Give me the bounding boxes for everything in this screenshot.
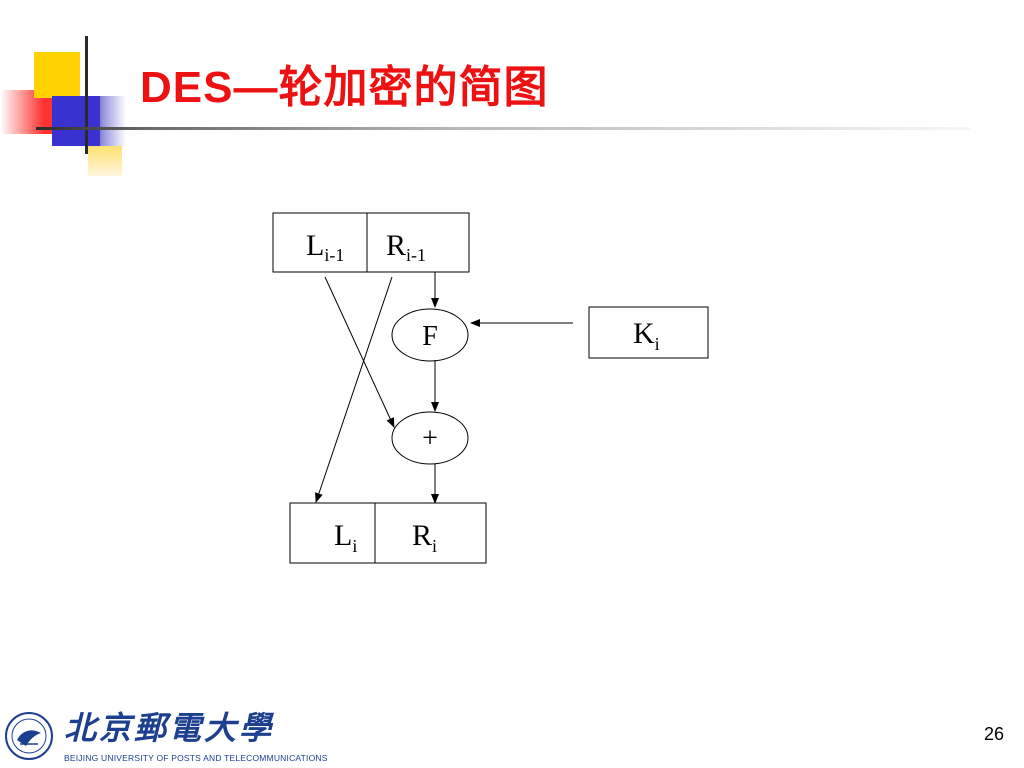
decoration-blue-fade bbox=[100, 96, 126, 146]
bottom-block: Li Ri bbox=[289, 502, 487, 564]
function-node: F bbox=[391, 308, 469, 362]
page-number: 26 bbox=[983, 724, 1004, 744]
xor-node: + bbox=[391, 411, 469, 465]
page-title: DES—轮加密的简图 bbox=[140, 63, 549, 112]
label-r-new: Ri bbox=[412, 519, 437, 556]
key-block: Ki bbox=[588, 306, 709, 359]
university-name-chinese: 北京郵電大學 bbox=[64, 709, 275, 747]
decoration-vertical-line bbox=[85, 36, 88, 154]
label-key: Ki bbox=[633, 317, 660, 354]
bottom-block-box bbox=[289, 502, 487, 564]
arrow-l-to-xor bbox=[324, 276, 395, 428]
university-seal-logo bbox=[5, 712, 53, 760]
label-r-prev: Ri-1 bbox=[386, 229, 426, 265]
key-block-box bbox=[588, 306, 709, 359]
decoration-yellow-block bbox=[88, 146, 122, 176]
arrow-r-to-l-new bbox=[315, 276, 393, 503]
top-block: Li-1 Ri-1 bbox=[272, 212, 470, 273]
function-node-shape bbox=[391, 308, 469, 362]
university-name-english: BEIJING UNIVERSITY OF POSTS AND TELECOMM… bbox=[64, 753, 328, 763]
title-underline bbox=[36, 127, 970, 130]
xor-node-shape bbox=[391, 411, 469, 465]
decoration-blue-square bbox=[52, 96, 102, 146]
decoration-yellow-square bbox=[34, 52, 80, 98]
xor-node-label: + bbox=[422, 423, 438, 454]
top-block-box bbox=[272, 212, 470, 273]
label-l-new: Li bbox=[334, 519, 357, 556]
function-node-label: F bbox=[422, 321, 438, 352]
label-l-prev: Li-1 bbox=[306, 229, 344, 265]
